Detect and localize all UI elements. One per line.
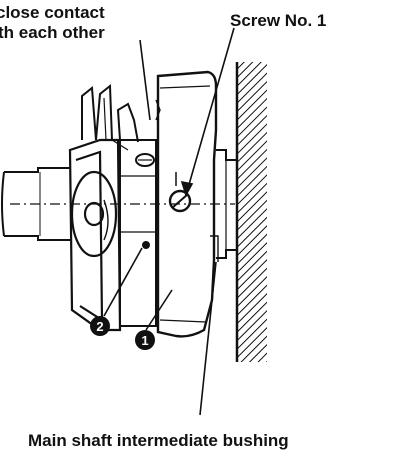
- callout-1: 1: [135, 330, 155, 350]
- svg-text:2: 2: [96, 319, 103, 334]
- main-shaft: [1, 167, 235, 241]
- callout-2: 2: [90, 316, 110, 336]
- label-close-contact-1: close contact: [0, 3, 105, 22]
- screw-no-1: [168, 172, 192, 213]
- intermediate-bushing: [210, 149, 236, 262]
- leader-lines: [103, 27, 235, 416]
- crank-block: [68, 138, 122, 332]
- frame-wall: [235, 62, 267, 362]
- fork-arm: [81, 83, 139, 151]
- hub-part: [155, 70, 218, 338]
- label-main-shaft-bushing: Main shaft intermediate bushing: [28, 431, 289, 450]
- label-close-contact-2: th each other: [0, 23, 105, 42]
- svg-text:1: 1: [141, 333, 148, 348]
- collar: [119, 139, 157, 327]
- label-screw-no-1: Screw No. 1: [230, 11, 326, 30]
